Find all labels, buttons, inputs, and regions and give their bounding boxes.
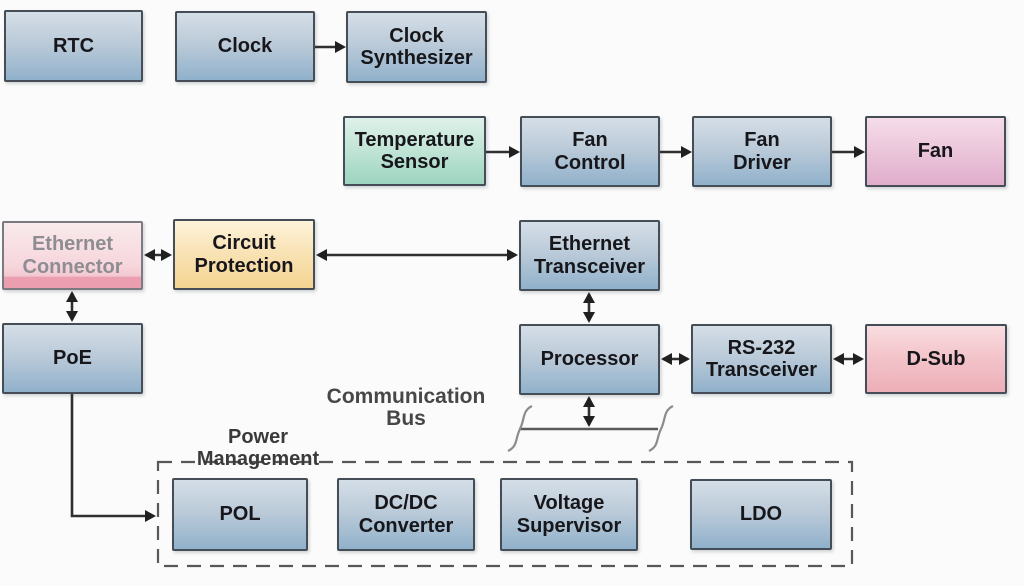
node-clock: Clock <box>175 11 315 82</box>
power-management-label: Power Management <box>196 426 320 470</box>
arrow-clock-to-clock-synthesizer <box>315 41 346 53</box>
node-circuit-protection: Circuit Protection <box>173 219 315 290</box>
node-fan: Fan <box>865 116 1006 187</box>
node-temperature-sensor: Temperature Sensor <box>343 116 486 186</box>
communication-bus-line <box>507 405 674 452</box>
node-processor: Processor <box>519 324 660 395</box>
arrow-fan-control-to-fan-driver <box>660 146 692 158</box>
node-pol: POL <box>172 478 308 551</box>
arrow-circuit-protection-ethernet-transceiver <box>316 249 518 261</box>
arrow-poe-to-pol <box>70 394 156 522</box>
node-ethernet-transceiver: Ethernet Transceiver <box>519 220 660 291</box>
arrow-ethernet-transceiver-processor <box>583 292 595 323</box>
node-clock-synthesizer: Clock Synthesizer <box>346 11 487 83</box>
node-fan-control: Fan Control <box>520 116 660 187</box>
arrow-processor-rs232-transceiver <box>661 353 690 365</box>
arrow-processor-communication-bus <box>583 396 595 427</box>
node-ldo: LDO <box>690 479 832 550</box>
arrow-ethernet-connector-poe <box>66 291 78 322</box>
node-voltage-supervisor: Voltage Supervisor <box>500 478 638 551</box>
node-rtc: RTC <box>4 10 143 82</box>
communication-bus-label: Communication Bus <box>326 385 486 431</box>
node-fan-driver: Fan Driver <box>692 116 832 187</box>
arrow-fan-driver-to-fan <box>832 146 865 158</box>
arrow-temperature-sensor-to-fan-control <box>486 146 520 158</box>
node-d-sub: D-Sub <box>865 324 1007 394</box>
arrow-rs232-transceiver-d-sub <box>833 353 864 365</box>
node-poe: PoE <box>2 323 143 394</box>
node-rs232-transceiver: RS-232 Transceiver <box>691 324 832 394</box>
node-ethernet-connector: Ethernet Connector <box>2 221 143 290</box>
node-dcdc-converter: DC/DC Converter <box>337 478 475 551</box>
arrow-ethernet-connector-circuit-protection <box>144 249 172 261</box>
